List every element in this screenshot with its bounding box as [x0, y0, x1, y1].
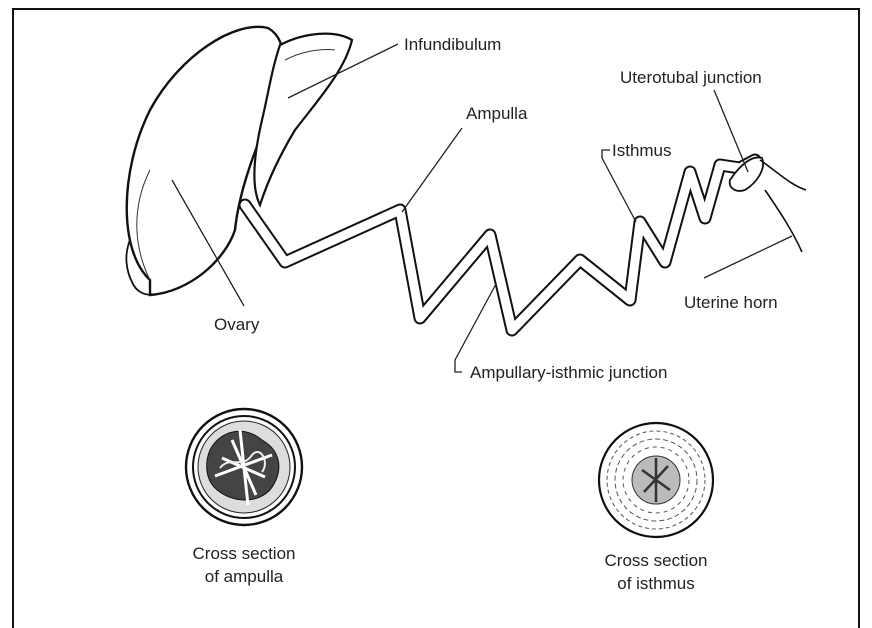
ampullary-isthmic-junction-label: Ampullary-isthmic junction	[470, 363, 667, 382]
isthmus-cross-section	[599, 423, 713, 537]
uterotubal-junction-label: Uterotubal junction	[620, 68, 762, 87]
isthmus-caption-line1: Cross section	[605, 551, 708, 570]
uterine-horn-shape	[760, 160, 806, 190]
ampulla-label: Ampulla	[466, 104, 528, 123]
ampulla-leader	[402, 128, 462, 212]
isthmus-leader	[602, 150, 636, 222]
uterine-horn-leader	[704, 236, 792, 278]
isthmus-caption-line2: of isthmus	[617, 574, 694, 593]
uterine-horn-lower	[765, 190, 802, 252]
ampulla-caption-line2: of ampulla	[205, 567, 284, 586]
ovary-label: Ovary	[214, 315, 260, 334]
infundibulum-label: Infundibulum	[404, 35, 501, 54]
ampulla-caption-line1: Cross section	[193, 544, 296, 563]
ampulla-cross-section	[186, 409, 302, 525]
isthmus-label: Isthmus	[612, 141, 672, 160]
uterine-horn-label: Uterine horn	[684, 293, 778, 312]
oviduct-diagram: Infundibulum Ampulla Isthmus Uterotubal …	[0, 0, 872, 605]
ampullary-isthmic-leader	[455, 284, 496, 372]
